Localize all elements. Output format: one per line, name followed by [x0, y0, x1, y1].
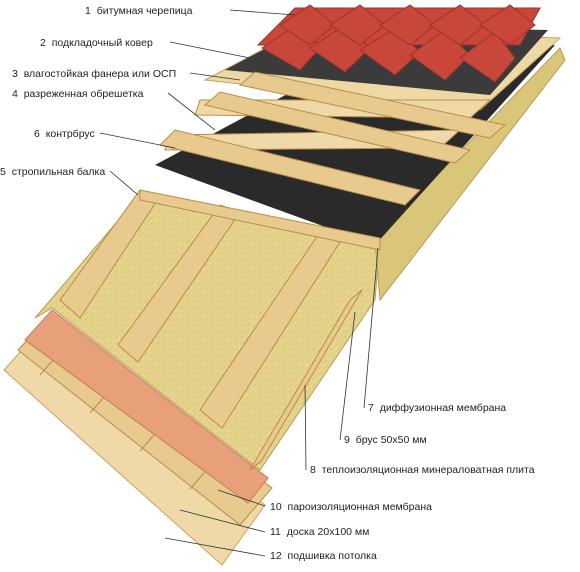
label-12-ceiling-lining: 12 подшивка потолка: [270, 550, 377, 562]
label-11-board: 11 доска 20х100 мм: [270, 526, 370, 538]
rafters: [59, 189, 381, 429]
counter-battens: [159, 71, 507, 206]
label-9-batten-50x50: 9 брус 50х50 мм: [344, 434, 427, 446]
label-6-counter-batten: 6 контрбрус: [34, 128, 95, 140]
batten-50x50: [249, 289, 363, 471]
label-10-vapor-barrier: 10 пароизоляционная мембрана: [270, 501, 432, 513]
label-3-osb-deck: 3 влагостойкая фанера или ОСП: [12, 68, 177, 80]
bitumen-shingles: [256, 4, 541, 83]
vapor-barrier: [24, 309, 269, 504]
label-5-rafter: 5 стропильная балка: [0, 166, 106, 178]
label-8-mineral-wool: 8 теплоизоляционная минераловатная плита: [310, 464, 535, 476]
label-2-underlay-carpet: 2 подкладочный ковер: [40, 37, 153, 49]
insulation-side: [374, 47, 566, 302]
label-1-bitumen-shingles: 1 битумная черепица: [85, 5, 193, 17]
leader-lines: [99, 9, 379, 557]
label-4-sparse-lathing: 4 разреженная обрешетка: [12, 88, 144, 100]
label-7-diffusion-membrane: 7 диффузионная мембрана: [368, 402, 507, 414]
